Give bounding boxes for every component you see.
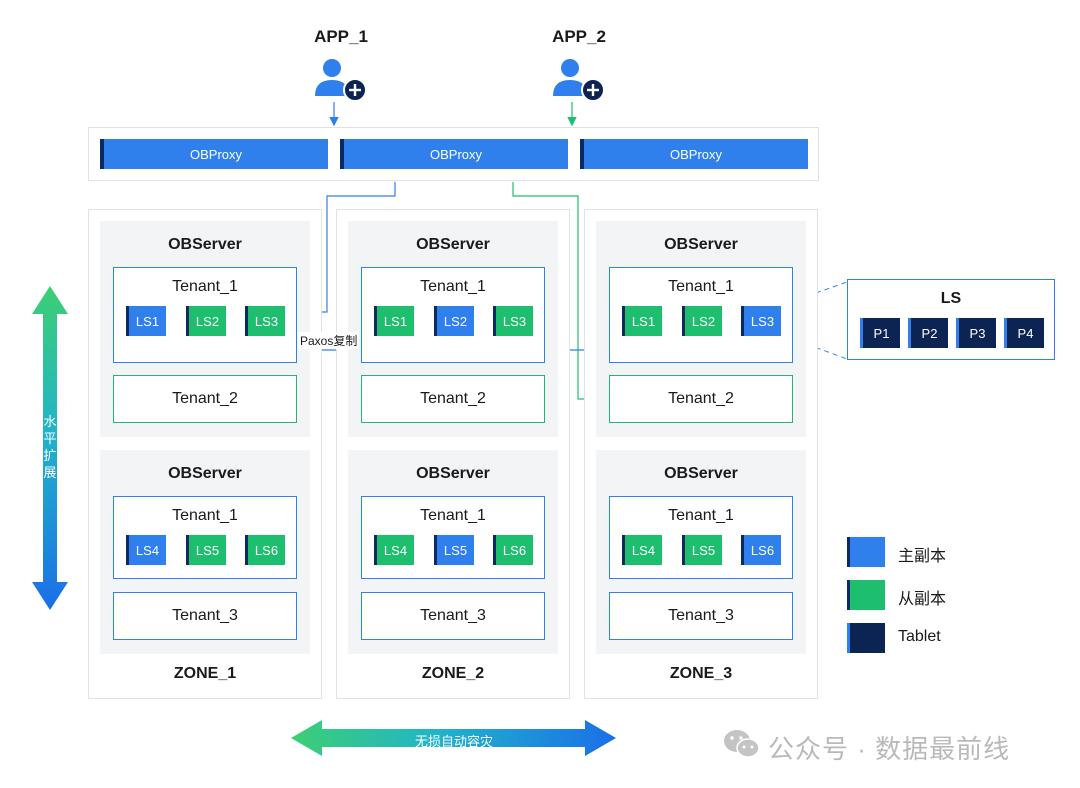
ls-follower[interactable]: LS2 [186, 306, 226, 336]
vertical-arrow-text: 水平扩展 [43, 414, 57, 480]
ls-follower[interactable]: LS4 [374, 535, 414, 565]
tenant-label: Tenant_1 [668, 278, 734, 295]
observer-title: OBServer [664, 236, 738, 253]
ls-follower[interactable]: LS6 [245, 535, 285, 565]
wechat-icon [724, 730, 760, 758]
app1-label: APP_1 [314, 27, 368, 46]
observer[interactable]: OBServer Tenant_1 LS1 LS2 LS3 Tenant_2 [348, 221, 558, 437]
legend-leader-label: 主副本 [898, 548, 947, 565]
ls-follower[interactable]: LS5 [682, 535, 722, 565]
tenant-label: Tenant_1 [172, 278, 238, 295]
zone-label: ZONE_2 [421, 665, 485, 682]
obproxy-3[interactable]: OBProxy [580, 139, 808, 169]
horizontal-arrow-label: 无损自动容灾 [414, 734, 493, 749]
tenant-3[interactable]: Tenant_3 [113, 592, 297, 640]
ls-detail-title: LS [940, 290, 962, 307]
observer-title: OBServer [664, 465, 738, 482]
ls-leader[interactable]: LS6 [741, 535, 781, 565]
tenant-2[interactable]: Tenant_2 [113, 375, 297, 423]
ls-follower[interactable]: LS6 [493, 535, 533, 565]
tenant-label: Tenant_2 [420, 390, 486, 407]
observer-title: OBServer [416, 465, 490, 482]
observer[interactable]: OBServer Tenant_1 LS4 LS5 LS6 Tenant_3 [348, 450, 558, 654]
partition-tablet[interactable]: P1 [860, 318, 900, 348]
tenant-label: Tenant_3 [420, 607, 486, 624]
observer-title: OBServer [416, 236, 490, 253]
ls-follower[interactable]: LS5 [186, 535, 226, 565]
ls-follower[interactable]: LS3 [493, 306, 533, 336]
ls-leader[interactable]: LS4 [126, 535, 166, 565]
partition-tablet[interactable]: P4 [1004, 318, 1044, 348]
tenant-label: Tenant_1 [420, 278, 486, 295]
observer[interactable]: OBServer Tenant_1 LS1 LS2 LS3 Tenant_2 [100, 221, 310, 437]
legend-tablet-label: Tablet [898, 628, 941, 645]
partition-tablet[interactable]: P3 [956, 318, 996, 348]
tenant-2[interactable]: Tenant_2 [609, 375, 793, 423]
zone-label: ZONE_3 [669, 665, 733, 682]
observer[interactable]: OBServer Tenant_1 LS4 LS5 LS6 Tenant_3 [596, 450, 806, 654]
ls-follower[interactable]: LS4 [622, 535, 662, 565]
observer[interactable]: OBServer Tenant_1 LS4 LS5 LS6 Tenant_3 [100, 450, 310, 654]
tenant-1[interactable]: Tenant_1 LS4 LS5 LS6 [361, 496, 545, 579]
ls-leader[interactable]: LS5 [434, 535, 474, 565]
tenant-2[interactable]: Tenant_2 [361, 375, 545, 423]
tenant-1[interactable]: Tenant_1 LS1 LS2 LS3 [609, 267, 793, 363]
tenant-label: Tenant_3 [668, 607, 734, 624]
legend-tablet-swatch [847, 623, 885, 653]
watermark-text: 公众号 · 数据最前线 [768, 734, 1011, 764]
app2-label: APP_2 [552, 27, 606, 46]
ls-follower[interactable]: LS1 [622, 306, 662, 336]
obproxy-1[interactable]: OBProxy [100, 139, 328, 169]
vertical-arrow-label: 水平扩展 [42, 413, 58, 481]
tenant-label: Tenant_2 [668, 390, 734, 407]
legend-leader-swatch [847, 537, 885, 567]
tenant-label: Tenant_1 [420, 507, 486, 524]
paxos-label: Paxos复制 [298, 332, 360, 349]
tenant-1[interactable]: Tenant_1 LS4 LS5 LS6 [609, 496, 793, 579]
horizontal-double-arrow [291, 720, 616, 756]
tenant-label: Tenant_1 [668, 507, 734, 524]
tenant-1[interactable]: Tenant_1 LS1 LS2 LS3 [113, 267, 297, 363]
ls-leader[interactable]: LS3 [741, 306, 781, 336]
tenant-1[interactable]: Tenant_1 LS4 LS5 LS6 [113, 496, 297, 579]
obproxy-2[interactable]: OBProxy [340, 139, 568, 169]
ls-leader[interactable]: LS1 [126, 306, 166, 336]
ls-detail-box: LS P1 P2 P3 P4 [847, 279, 1055, 360]
legend-follower-label: 从副本 [898, 591, 947, 608]
observer-title: OBServer [168, 465, 242, 482]
tenant-label: Tenant_2 [172, 390, 238, 407]
ls-follower[interactable]: LS2 [682, 306, 722, 336]
zone-label: ZONE_1 [173, 665, 237, 682]
vertical-double-arrow [32, 286, 68, 610]
tenant-3[interactable]: Tenant_3 [361, 592, 545, 640]
tenant-3[interactable]: Tenant_3 [609, 592, 793, 640]
tenant-label: Tenant_1 [172, 507, 238, 524]
ls-follower[interactable]: LS1 [374, 306, 414, 336]
ls-leader[interactable]: LS2 [434, 306, 474, 336]
observer-title: OBServer [168, 236, 242, 253]
partition-tablet[interactable]: P2 [908, 318, 948, 348]
observer[interactable]: OBServer Tenant_1 LS1 LS2 LS3 Tenant_2 [596, 221, 806, 437]
user-add-icon[interactable] [312, 56, 372, 102]
user-add-icon[interactable] [550, 56, 610, 102]
tenant-1[interactable]: Tenant_1 LS1 LS2 LS3 [361, 267, 545, 363]
ls-follower[interactable]: LS3 [245, 306, 285, 336]
legend-follower-swatch [847, 580, 885, 610]
tenant-label: Tenant_3 [172, 607, 238, 624]
